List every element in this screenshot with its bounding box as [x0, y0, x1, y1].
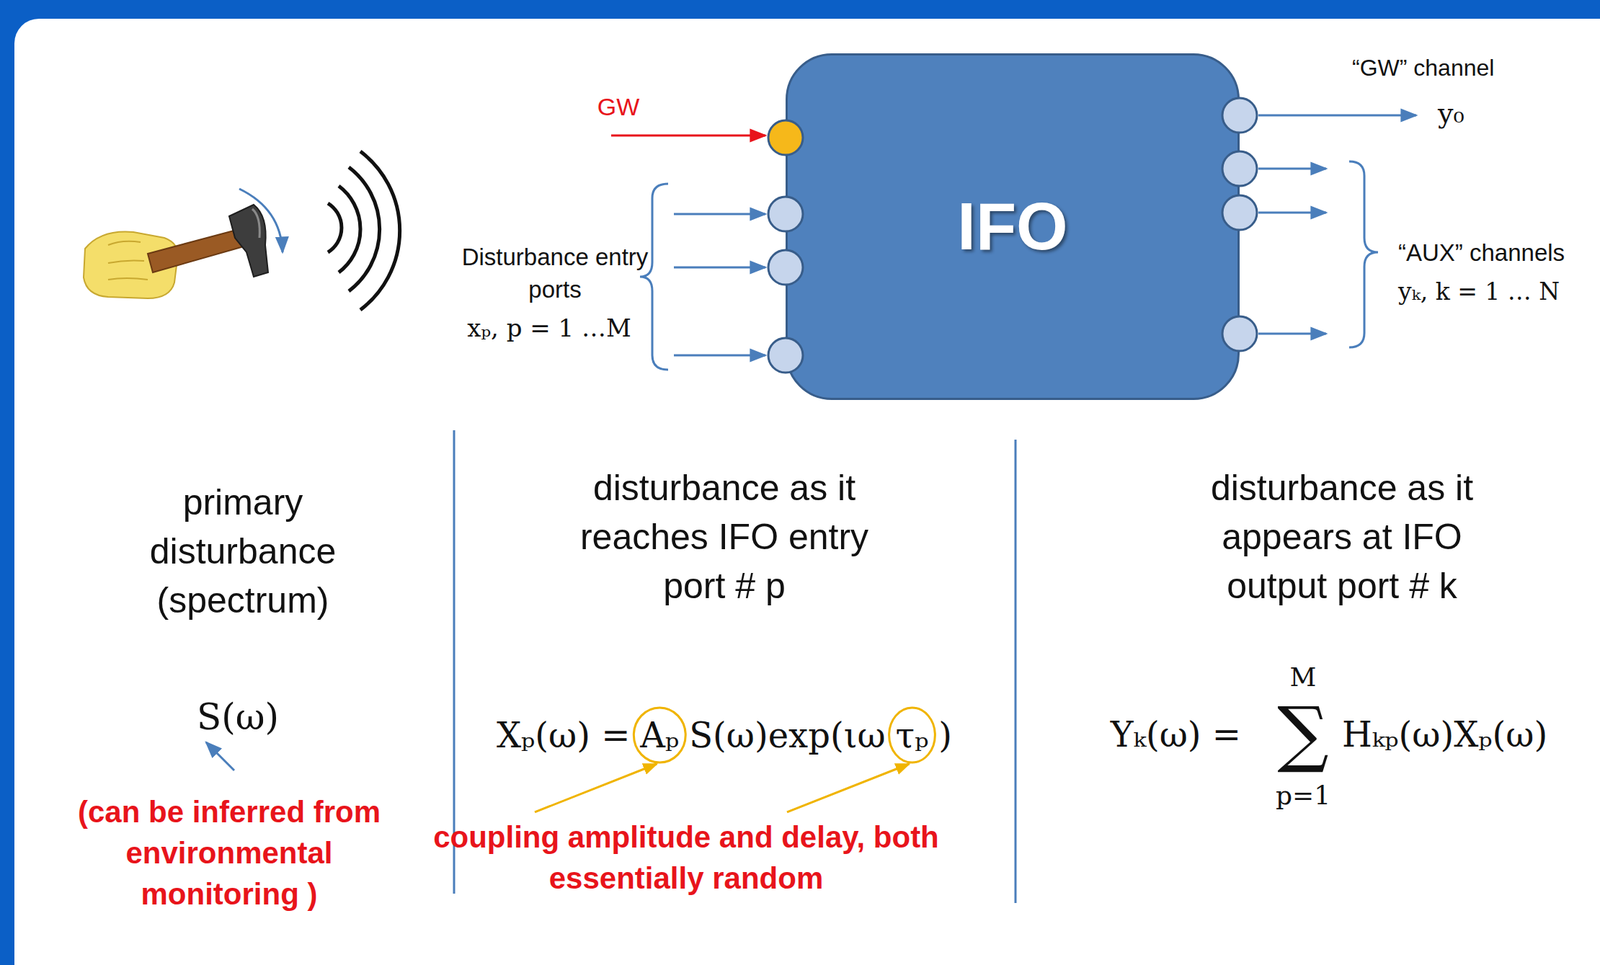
output-arrows — [1258, 115, 1417, 334]
output-bracket — [1349, 161, 1379, 348]
formula-part: τₚ — [890, 714, 935, 756]
spectrum-symbol: S(ω) — [196, 692, 279, 742]
channel-label: “AUX” channels — [1398, 237, 1565, 270]
note: coupling amplitude and delay, both essen… — [426, 816, 946, 899]
signal-name: yₖ, k = 1 … N — [1398, 276, 1560, 309]
highlight-ellipse — [633, 707, 686, 763]
formula-part: Yₖ(ω) = — [1110, 711, 1242, 759]
leader-arrow — [787, 763, 909, 813]
channel-label: “GW” channel — [1352, 52, 1495, 85]
gw-arrow — [611, 134, 766, 137]
sum-limit: p=1 — [1275, 778, 1331, 814]
port-circle — [1222, 98, 1257, 133]
input-bracket — [640, 183, 669, 370]
formula-part: S(ω)exp(ιω — [683, 714, 891, 756]
sum-limit: M — [1290, 660, 1317, 696]
sum-symbol: ∑ — [1277, 697, 1329, 770]
signal-name: y₀ — [1437, 95, 1465, 133]
port-circle — [1222, 151, 1257, 186]
pointer-arrow — [206, 742, 235, 771]
hammer-illustration — [83, 151, 400, 310]
column-heading: primary disturbance (spectrum) — [134, 477, 351, 625]
port-caption: Disturbance entry ports — [461, 241, 649, 307]
port-circle — [768, 250, 803, 285]
input-arrows — [673, 214, 766, 356]
process-box: IFO — [785, 53, 1240, 400]
leader-arrow — [534, 763, 657, 813]
highlight-ellipse — [889, 707, 936, 763]
port-symbol: xₚ, p = 1 …M — [467, 311, 632, 345]
port-circle — [768, 338, 803, 373]
formula-part: ) — [933, 714, 958, 756]
gw-label: GW — [597, 90, 640, 124]
formula-row: Xₚ(ω) =AₚS(ω)exp(ιωτₚ) — [491, 714, 958, 756]
column-heading: disturbance as it reaches IFO entry port… — [554, 463, 894, 611]
note: (can be inferred from environmental moni… — [56, 791, 403, 915]
formula-part: Aₚ — [634, 714, 684, 756]
port-circle — [768, 120, 803, 155]
formula-part: Xₚ(ω) = — [491, 714, 635, 756]
box-title: IFO — [957, 188, 1068, 265]
column-heading: disturbance as it appears at IFO output … — [1172, 463, 1512, 611]
formula-part: Hₖₚ(ω)Xₚ(ω) — [1341, 711, 1548, 759]
port-circle — [1222, 195, 1257, 230]
port-circle — [768, 196, 803, 232]
port-circle — [1222, 316, 1257, 351]
